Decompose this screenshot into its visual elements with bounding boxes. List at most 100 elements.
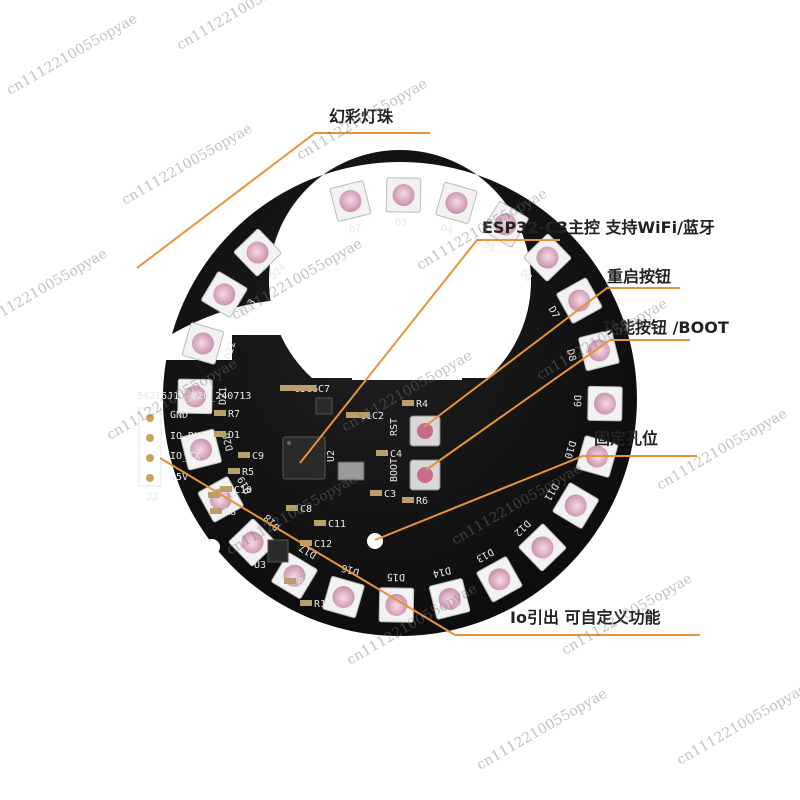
led-label: D21	[218, 387, 229, 405]
callouts: 幻彩灯珠 ESP32-C3主控 支持WiFi/蓝牙 重启按钮 功能按钮 /BOO…	[329, 107, 729, 627]
watermark-text: cn1112210055opyae	[174, 0, 310, 53]
led-label: D7	[546, 305, 561, 321]
leader-hole	[374, 455, 697, 541]
pin-label-tx: IO_TX	[170, 451, 200, 462]
passive-part	[300, 600, 312, 606]
watermark-text: cn1112210055opyae	[294, 76, 430, 164]
passive-part	[284, 578, 296, 584]
passive-part	[220, 486, 232, 492]
callout-mcu: ESP32-C3主控 支持WiFi/蓝牙	[482, 218, 715, 237]
led-d4: D4	[435, 181, 478, 237]
header-outline	[138, 407, 162, 487]
led-d5: D5	[481, 201, 529, 256]
passive-part	[402, 400, 414, 406]
passive-part	[346, 412, 358, 418]
header-pin-3	[146, 454, 154, 462]
silkscreen: 54215J1A_Y20_240713 GND IO_RX IO_TX +5V …	[137, 384, 441, 610]
part-label: C9	[252, 451, 264, 462]
watermark-text: cn1112210055opyae	[0, 246, 110, 334]
part-label: R6	[416, 496, 428, 507]
leader-boot	[425, 339, 690, 471]
header-pin-1	[146, 414, 154, 422]
boot-button-cap	[417, 467, 433, 483]
callout-hole: 固定孔位	[594, 429, 658, 448]
watermark-text: cn1112210055opyae	[4, 11, 140, 99]
led-label: D15	[387, 571, 405, 582]
part-label: R4	[416, 399, 428, 410]
pin-label-5v: +5V	[170, 472, 188, 483]
watermarks: cn1112210055opyae cn1112210055opyae cn1112…	[0, 0, 800, 773]
watermark-text: cn1112210055opyae	[674, 681, 800, 769]
led-label: D16	[340, 562, 360, 578]
passive-part	[210, 508, 222, 514]
part-label: C10	[234, 485, 252, 496]
led-label: D10	[562, 439, 578, 459]
callout-leds: 幻彩灯珠	[329, 107, 394, 126]
led-d15: D15	[378, 571, 415, 623]
led-d11: D11	[541, 481, 599, 529]
part-label: R7	[228, 409, 240, 420]
part-label: D1	[228, 430, 240, 441]
passive-components: C5C6C7C1C2C4C3C8C9C10C11C12R4R6R7R5R3R8R…	[208, 384, 428, 610]
boot-label: BOOT	[389, 458, 400, 482]
led-d6: D6	[517, 233, 572, 284]
led-d7: D7	[546, 277, 603, 324]
led-d20: D20	[180, 428, 236, 471]
part-label: R8	[224, 507, 236, 518]
passive-part	[358, 412, 370, 418]
led-d2: D2	[329, 180, 372, 236]
led-label: D3	[395, 218, 407, 229]
passive-part	[304, 385, 316, 391]
mounting-hole-right	[367, 533, 383, 549]
led-d16: D16	[322, 562, 365, 619]
passive-part	[214, 431, 226, 437]
passive-part	[286, 505, 298, 511]
part-label: C11	[328, 519, 346, 530]
pin-label-gnd: GND	[170, 410, 188, 421]
led-d22: D22	[181, 322, 239, 365]
regulator	[267, 539, 289, 563]
passive-part	[280, 385, 292, 391]
mcu-pin1-dot	[287, 441, 291, 445]
callout-reset: 重启按钮	[607, 267, 671, 286]
part-label: R3	[222, 491, 234, 502]
led-label: D22	[223, 340, 239, 360]
header-label: J2	[146, 492, 158, 503]
led-label: D2	[348, 222, 362, 236]
passive-part	[238, 452, 250, 458]
regulator-label: U3	[254, 560, 266, 571]
leader-io	[159, 457, 700, 636]
part-label: C2	[372, 411, 384, 422]
crystal	[337, 461, 365, 481]
led-label: D14	[432, 564, 452, 579]
watermark-text: cn1112210055opyae	[474, 686, 610, 774]
part-label: R1	[314, 599, 326, 610]
passive-part	[370, 490, 382, 496]
antenna-comp	[315, 397, 333, 415]
led-d3: D3	[385, 177, 422, 229]
watermark-text: cn1112210055opyae	[654, 406, 790, 494]
led-d21: D21	[177, 378, 229, 415]
passive-part	[292, 385, 304, 391]
passive-part	[228, 468, 240, 474]
led-d9: D9	[571, 385, 623, 422]
mcu-label: U2	[326, 450, 337, 462]
callout-io: Io引出 可自定义功能	[510, 608, 661, 627]
passive-part	[208, 492, 220, 498]
part-label: C8	[300, 504, 312, 515]
part-label: C12	[314, 539, 332, 550]
mounting-hole-left	[204, 539, 220, 555]
led-d14: D14	[428, 564, 471, 620]
passive-part	[402, 497, 414, 503]
callout-boot: 功能按钮 /BOOT	[603, 318, 729, 337]
leader-reset	[423, 287, 680, 428]
led-label: D9	[571, 395, 582, 407]
passive-part	[314, 520, 326, 526]
reset-button-cap	[417, 423, 433, 439]
reset-label: RST	[389, 418, 400, 436]
part-label: R2	[298, 577, 310, 588]
part-label: C4	[390, 449, 402, 460]
callout-lines	[136, 132, 700, 636]
